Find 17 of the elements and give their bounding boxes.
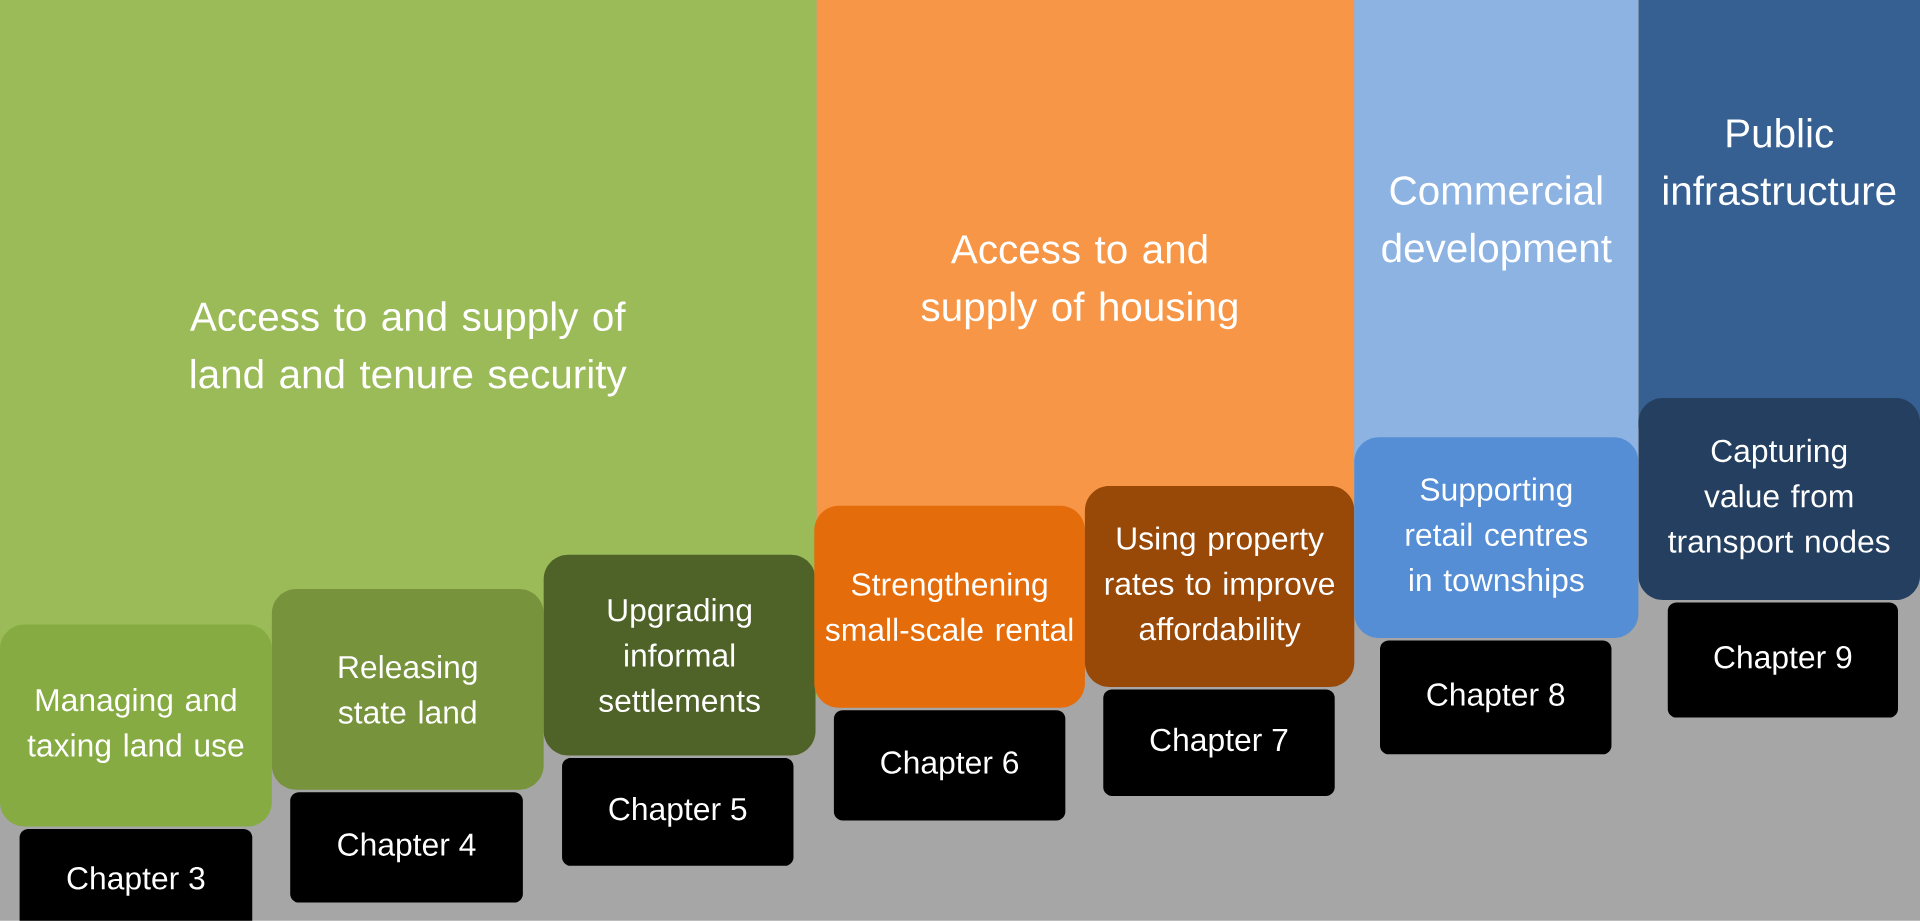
category-band: Access to and supply of housing: [816, 0, 1355, 527]
topic-box: Using property rates to improve affordability: [1084, 486, 1355, 688]
chapter-label: Chapter 6: [833, 710, 1066, 821]
category-band: Public infrastructure: [1638, 0, 1920, 429]
topic-box: Upgrading informal settlements: [543, 554, 816, 756]
chapter-label: Chapter 5: [562, 758, 794, 866]
topic-box: Supporting retail centres in townships: [1354, 437, 1639, 639]
category-band: Commercial development: [1354, 0, 1639, 466]
chapter-label: Chapter 7: [1103, 689, 1335, 796]
chapter-label: Chapter 4: [290, 792, 523, 903]
topic-box: Capturing value from transport nodes: [1638, 398, 1920, 601]
topic-box: Releasing state land: [271, 589, 544, 790]
chapter-label: Chapter 9: [1667, 602, 1898, 718]
topic-box: Managing and taxing land use: [0, 624, 272, 827]
topic-box: Strengthening small-scale rental: [814, 505, 1085, 708]
chapter-label: Chapter 8: [1380, 640, 1612, 755]
chapter-label: Chapter 3: [19, 829, 253, 921]
